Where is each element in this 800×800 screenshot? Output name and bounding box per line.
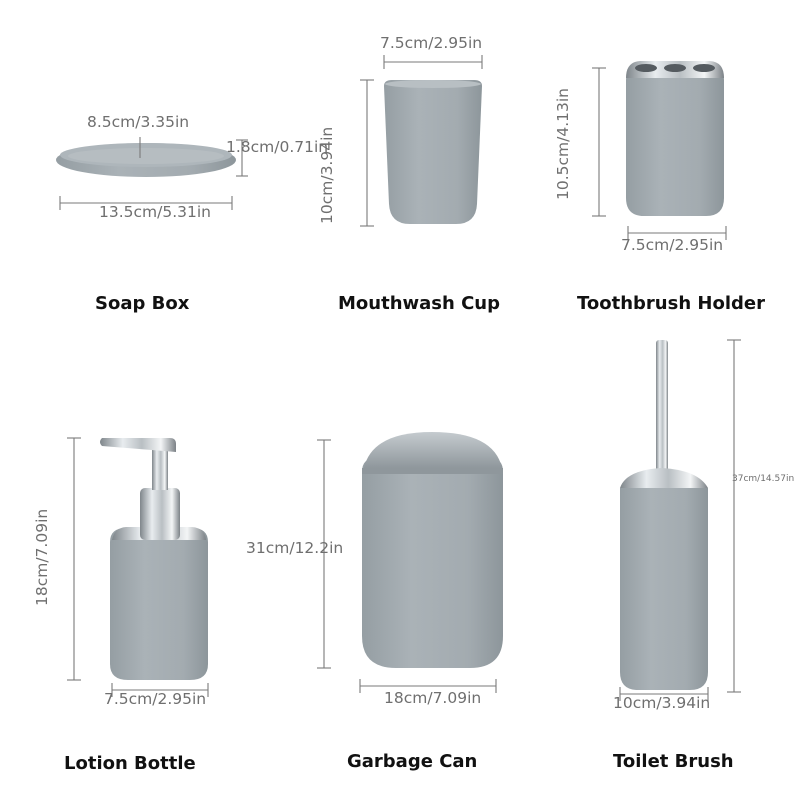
dimension-lines bbox=[59, 55, 741, 701]
lotion-bottle-title: Lotion Bottle bbox=[64, 753, 196, 774]
mouthwash-cup-width-label: 7.5cm/2.95in bbox=[380, 34, 483, 52]
soap-box-image bbox=[56, 143, 236, 177]
mouthwash-cup-image bbox=[384, 80, 482, 224]
soap-box-title: Soap Box bbox=[95, 293, 190, 314]
garbage-can-width-label: 18cm/7.09in bbox=[384, 689, 482, 707]
toilet-brush-width-label: 10cm/3.94in bbox=[613, 694, 711, 712]
toothbrush-holder-width-label: 7.5cm/2.95in bbox=[621, 236, 724, 254]
garbage-can-height-label: 31cm/12.2in bbox=[246, 539, 344, 557]
toilet-brush-height-label: 37cm/14.57in bbox=[732, 474, 795, 484]
toilet-brush-title: Toilet Brush bbox=[613, 751, 734, 772]
lotion-bottle-height-label: 18cm/7.09in bbox=[33, 508, 51, 606]
soap-box-height-label: 1.8cm/0.71in bbox=[226, 138, 329, 156]
lotion-bottle-image bbox=[100, 438, 208, 680]
garbage-can-title: Garbage Can bbox=[347, 751, 478, 772]
lotion-bottle-width-label: 7.5cm/2.95in bbox=[104, 690, 207, 708]
toothbrush-holder-title: Toothbrush Holder bbox=[577, 293, 765, 314]
soap-box-width-label: 8.5cm/3.35in bbox=[87, 113, 190, 131]
toilet-brush-image bbox=[620, 340, 708, 690]
soap-box-length-label: 13.5cm/5.31in bbox=[99, 203, 211, 221]
mouthwash-cup-height-label: 10cm/3.94in bbox=[318, 126, 336, 224]
toothbrush-holder-image bbox=[626, 61, 724, 216]
toothbrush-holder-height-label: 10.5cm/4.13in bbox=[554, 88, 572, 200]
mouthwash-cup-title: Mouthwash Cup bbox=[338, 293, 500, 314]
garbage-can-image bbox=[362, 432, 503, 668]
